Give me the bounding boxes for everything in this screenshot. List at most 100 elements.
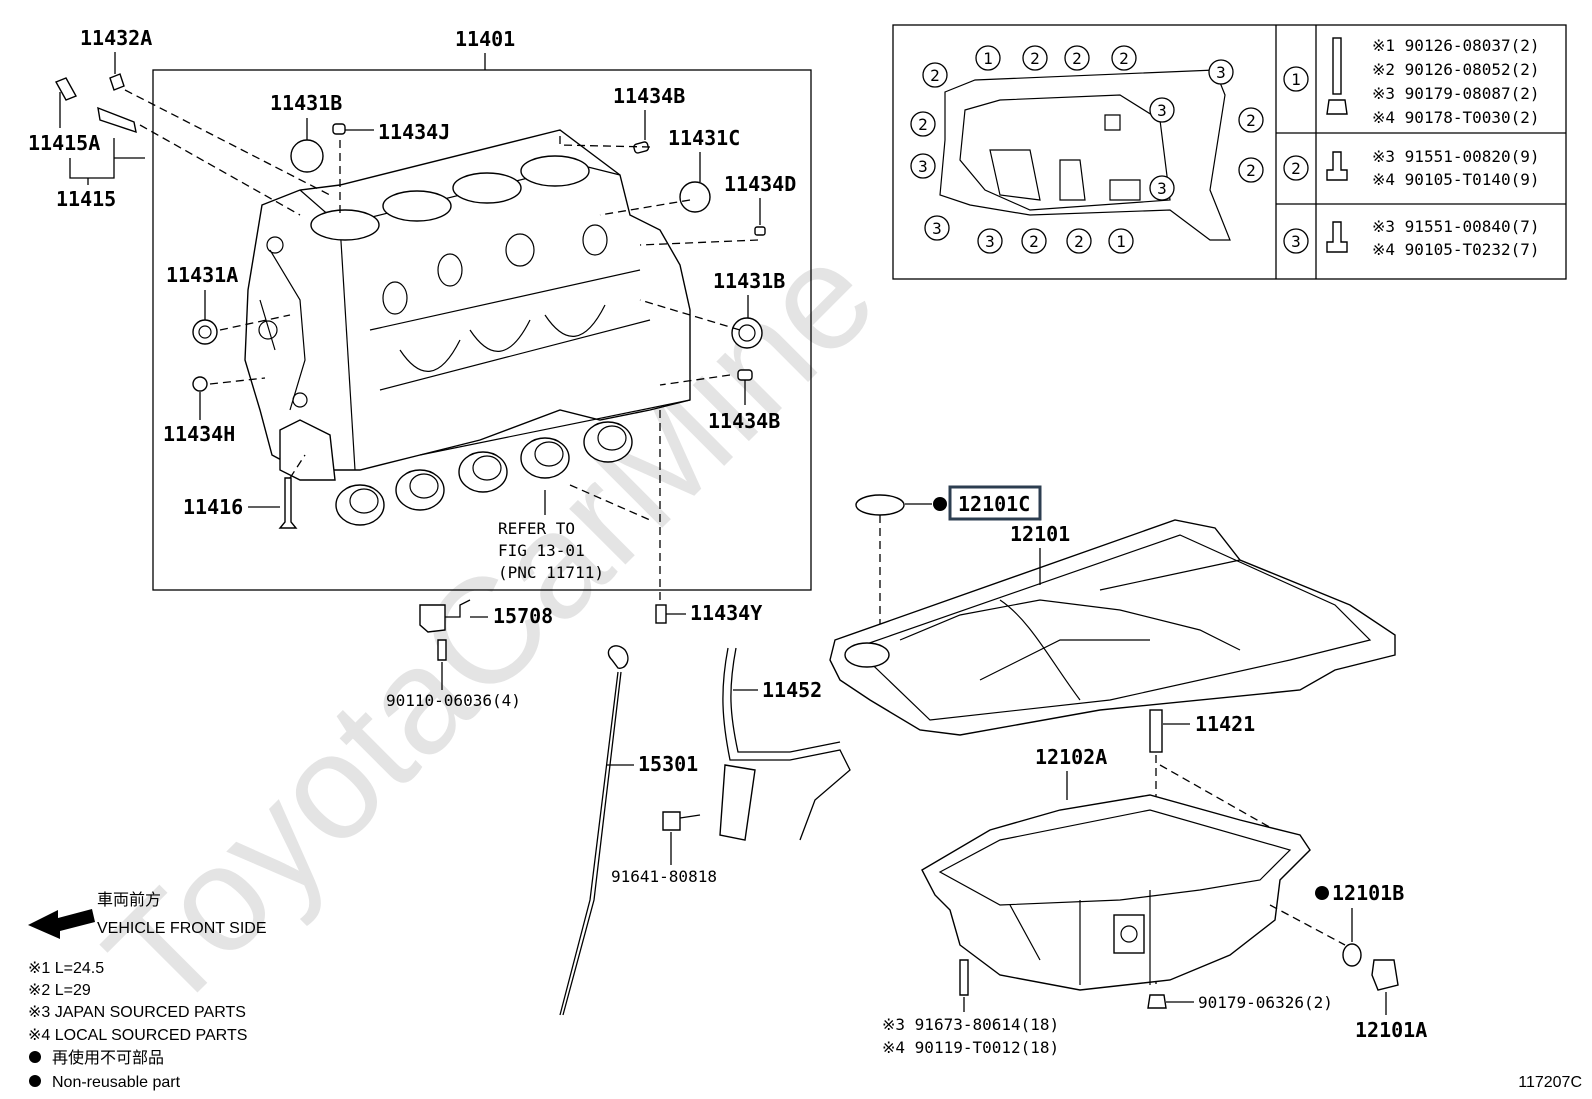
plug-11431B-top [290, 139, 324, 173]
svg-text:1: 1 [1291, 70, 1301, 89]
bolt-table-key-2: 2 [1283, 155, 1309, 181]
dipstick-15301 [607, 645, 629, 669]
bolt-91673 [959, 959, 969, 996]
bolt-90110 [437, 639, 447, 661]
part-label-90119: ※4 90119-T0012(18) [882, 1038, 1059, 1057]
legend: 車両前方 VEHICLE FRONT SIDE ※1 L=24.5 ※2 L=2… [28, 891, 267, 1091]
oil-pan-upper-12101 [829, 494, 1396, 736]
svg-text:3: 3 [985, 232, 995, 251]
svg-text:3: 3 [932, 219, 942, 238]
part-label-11431B-right: 11431B [713, 269, 785, 293]
part-label-15708: 15708 [493, 604, 553, 628]
svg-text:2: 2 [918, 115, 928, 134]
bolt-callout-right-2b: 2 [1238, 157, 1264, 183]
bolt-callout-top-2c: 2 [1111, 45, 1137, 71]
bolt-callout-bottom-1: 1 [1108, 228, 1134, 254]
block-dashed-leaders [124, 89, 759, 610]
part-label-11452: 11452 [762, 678, 822, 702]
figure-id: 117207C [1518, 1074, 1582, 1091]
bolt-callout-inner-3a: 3 [1149, 97, 1175, 123]
svg-text:2: 2 [1246, 111, 1256, 130]
part-label-11434B-bottom: 11434B [708, 409, 780, 433]
part-label-90110: 90110-06036(4) [386, 691, 521, 710]
bolt-map-callouts: 1 2 2 2 2 2 3 3 3 2 2 1 3 2 2 3 3 [910, 45, 1264, 254]
part-label-90179-06326: 90179-06326(2) [1198, 993, 1333, 1012]
svg-text:1: 1 [1116, 232, 1126, 251]
part-label-11415A: 11415A [28, 131, 100, 155]
bolt-table: 1 2 3 ※1 90126-08037(2) ※2 90126-08052(2… [1283, 36, 1540, 259]
bolt-table-entry: ※3 91551-00840(7) [1372, 217, 1540, 236]
bolt-map-frame [892, 24, 1567, 280]
part-label-12101C: 12101C [958, 492, 1030, 516]
sensor-15708 [419, 604, 446, 633]
part-label-11432A: 11432A [80, 26, 152, 50]
pin-11434B-bottom [737, 369, 753, 381]
bolt-91641 [662, 811, 681, 831]
block-small-parts [192, 123, 766, 529]
pin-11434Y [655, 604, 667, 624]
part-label-12101: 12101 [1010, 522, 1070, 546]
part-label-11431A: 11431A [166, 263, 238, 287]
bolt-table-key-3: 3 [1283, 228, 1309, 254]
legend-note: ※4 LOCAL SOURCED PARTS [28, 1027, 247, 1044]
part-label-11431B-top: 11431B [270, 91, 342, 115]
bolt-callout-bottom-2b: 2 [1066, 228, 1092, 254]
cylinder-block-frame [152, 69, 812, 591]
svg-text:3: 3 [1157, 101, 1167, 120]
oil-jet-parts [55, 73, 145, 179]
bolt-callout-bottom-3: 3 [977, 228, 1003, 254]
svg-text:2: 2 [1246, 161, 1256, 180]
svg-text:3: 3 [1157, 179, 1167, 198]
bolt-callout-top-2a: 2 [1022, 45, 1048, 71]
pin-11434B-top [633, 141, 650, 154]
bolt-callout-top-1: 1 [975, 45, 1001, 71]
non-reusable-bullet-icon [29, 1075, 41, 1087]
bolt-callout-left-2a: 2 [922, 62, 948, 88]
flange-bolt-icon [1326, 151, 1348, 181]
bolt-callout-left-2b: 2 [910, 111, 936, 137]
oil-pan-bolt-map [939, 69, 1231, 241]
part-label-11434Y: 11434Y [690, 601, 762, 625]
legend-note: ※2 L=29 [28, 982, 91, 999]
part-label-11421: 11421 [1195, 712, 1255, 736]
seal-11431A [192, 319, 218, 345]
oil-pan-lower-12102A [921, 709, 1399, 1009]
front-label-jp: 車両前方 [97, 891, 161, 909]
svg-text:3: 3 [918, 157, 928, 176]
svg-text:2: 2 [1030, 49, 1040, 68]
non-reusable-bullet-icon [29, 1051, 41, 1063]
part-11415A [55, 77, 77, 101]
pin-11434J [332, 123, 346, 135]
svg-text:2: 2 [1074, 232, 1084, 251]
part-label-11415: 11415 [56, 187, 116, 211]
part-11432A [109, 73, 125, 91]
part-label-11401: 11401 [455, 27, 515, 51]
non-reusable-en: Non-reusable part [52, 1074, 181, 1091]
part-label-12101A: 12101A [1355, 1018, 1427, 1042]
stud-bolt-icon [1332, 37, 1342, 95]
bolt-callout-right-3: 3 [1208, 59, 1234, 85]
gasket-12101B [1342, 943, 1362, 967]
bolt-callout-right-2a: 2 [1238, 107, 1264, 133]
front-label-en: VEHICLE FRONT SIDE [97, 920, 267, 937]
legend-note: ※3 JAPAN SOURCED PARTS [28, 1004, 246, 1021]
svg-text:2: 2 [1029, 232, 1039, 251]
svg-text:2: 2 [1072, 49, 1082, 68]
crankshaft-bearings [335, 421, 633, 526]
bolt-table-entry: ※3 90179-08087(2) [1372, 84, 1540, 103]
part-11415 [97, 106, 137, 134]
bolt-table-entry: ※1 90126-08037(2) [1372, 36, 1540, 55]
svg-text:2: 2 [1119, 49, 1129, 68]
block-callouts: 11432A 11401 11415A 11415 11431B 11434J … [28, 26, 796, 582]
pin-11434H [192, 376, 208, 392]
drain-plate [1113, 914, 1145, 954]
part-label-11434J: 11434J [378, 120, 450, 144]
svg-text:3: 3 [1291, 232, 1301, 251]
bolt-table-entry: ※4 90105-T0140(9) [1372, 170, 1540, 189]
bolt-11416 [278, 477, 298, 529]
guide-11452 [722, 647, 851, 841]
part-label-11434D: 11434D [724, 172, 796, 196]
svg-text:3: 3 [1216, 63, 1226, 82]
svg-text:2: 2 [930, 66, 940, 85]
